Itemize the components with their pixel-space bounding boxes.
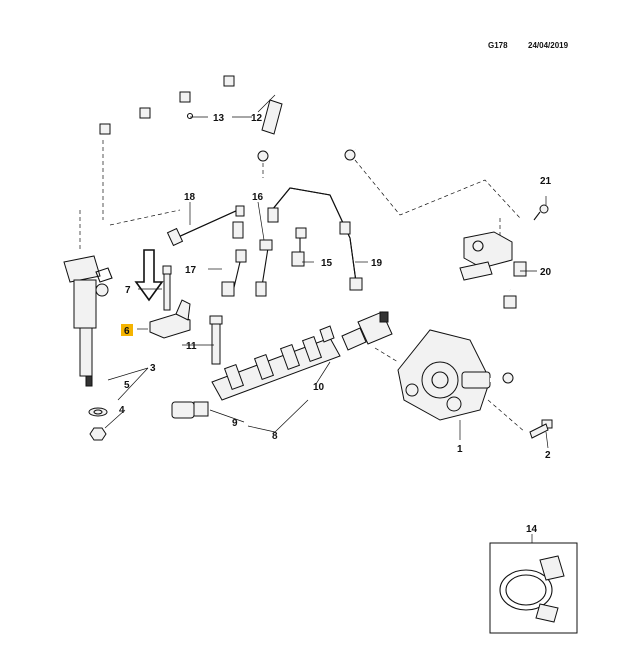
callout-4: 4	[119, 405, 125, 416]
pump-fitting	[459, 231, 527, 309]
callout-21: 21	[540, 176, 552, 187]
bolt-21	[533, 204, 549, 221]
callout-8: 8	[272, 431, 278, 442]
callout-5: 5	[124, 380, 130, 391]
callout-17: 17	[185, 265, 197, 276]
callout-9: 9	[232, 418, 238, 429]
leader-lines	[104, 94, 549, 543]
diagram-date: 24/04/2019	[528, 41, 569, 50]
callout-12: 12	[251, 113, 263, 124]
bolt-2	[529, 419, 553, 439]
callout-14: 14	[526, 524, 538, 535]
callout-6: 6	[124, 326, 130, 337]
pump-hose	[489, 288, 552, 386]
pressure-regulator	[341, 311, 393, 351]
figure-code: G178	[488, 41, 508, 50]
callout-11: 11	[186, 341, 197, 352]
callout-1: 1	[457, 444, 463, 455]
hose-clip-detail	[489, 542, 578, 634]
callout-labels: 13 12 18 16 17 15 19 21 20 7 6 11 3 5 4 …	[119, 113, 552, 535]
injector-clamp	[149, 299, 191, 339]
callout-3: 3	[150, 363, 156, 374]
return-hose	[99, 71, 357, 162]
callout-19: 19	[371, 258, 383, 269]
callout-20: 20	[540, 267, 552, 278]
injector	[63, 255, 113, 441]
callout-7: 7	[125, 285, 131, 296]
callout-16: 16	[252, 192, 264, 203]
clamp-bolt	[162, 265, 172, 311]
pressure-sensor	[171, 401, 209, 419]
callout-18: 18	[184, 192, 196, 203]
hp-pipes	[166, 187, 363, 297]
callout-6-highlight	[121, 324, 133, 336]
dashed-connectors	[79, 140, 526, 433]
callout-10: 10	[313, 382, 325, 393]
callout-13: 13	[213, 113, 225, 124]
callout-15: 15	[321, 258, 333, 269]
down-arrow-icon	[134, 249, 164, 302]
fuel-rail	[211, 325, 341, 401]
callout-2: 2	[545, 450, 551, 461]
hp-pump	[397, 329, 491, 421]
rail-bolt	[209, 315, 223, 365]
